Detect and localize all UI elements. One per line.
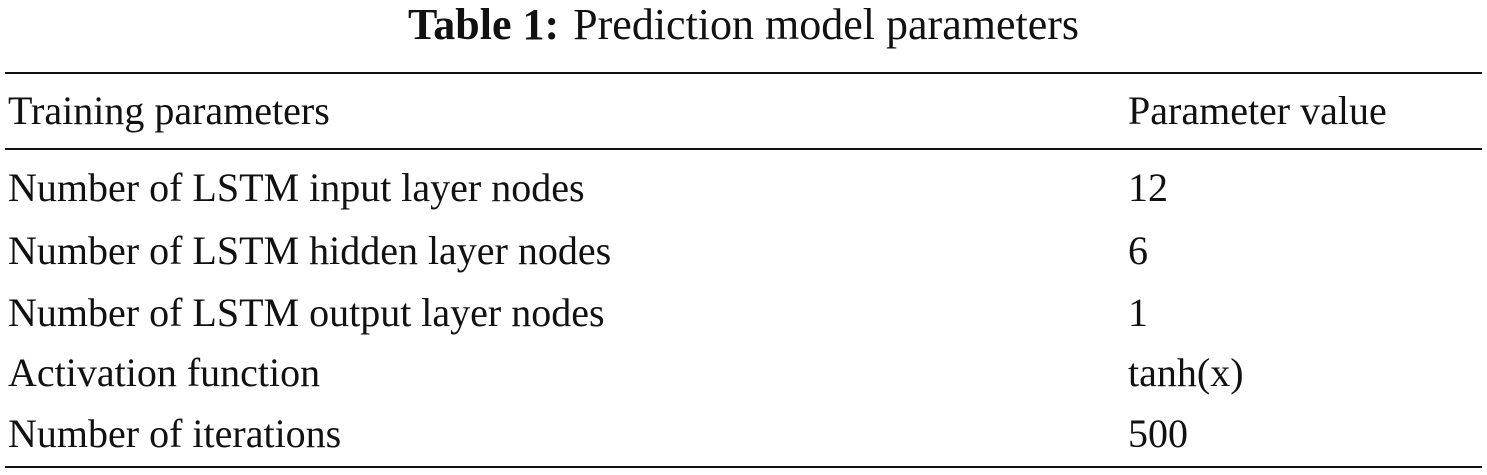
header-parameter-value: Parameter value <box>1128 88 1387 133</box>
row-parameter-value: 12 <box>1128 165 1168 210</box>
row-parameter-name: Number of LSTM hidden layer nodes <box>8 228 612 273</box>
header-training-parameters: Training parameters <box>8 88 330 133</box>
row-parameter-name: Number of LSTM input layer nodes <box>8 165 585 210</box>
row-parameter-name: Activation function <box>8 350 321 395</box>
table-header-rule <box>5 148 1482 150</box>
row-parameter-value: 6 <box>1128 228 1148 273</box>
row-parameter-value: 500 <box>1128 411 1188 456</box>
table-caption-title: Prediction model parameters <box>573 0 1079 49</box>
table-caption: Table 1: Prediction model parameters <box>0 2 1487 48</box>
table-bottom-rule <box>5 466 1482 468</box>
row-parameter-value: 1 <box>1128 290 1148 335</box>
row-parameter-name: Number of LSTM output layer nodes <box>8 290 605 335</box>
row-parameter-value: tanh(x) <box>1128 350 1244 395</box>
table-top-rule <box>5 72 1482 74</box>
row-parameter-name: Number of iterations <box>8 411 342 456</box>
table-caption-label: Table 1: <box>407 0 560 49</box>
